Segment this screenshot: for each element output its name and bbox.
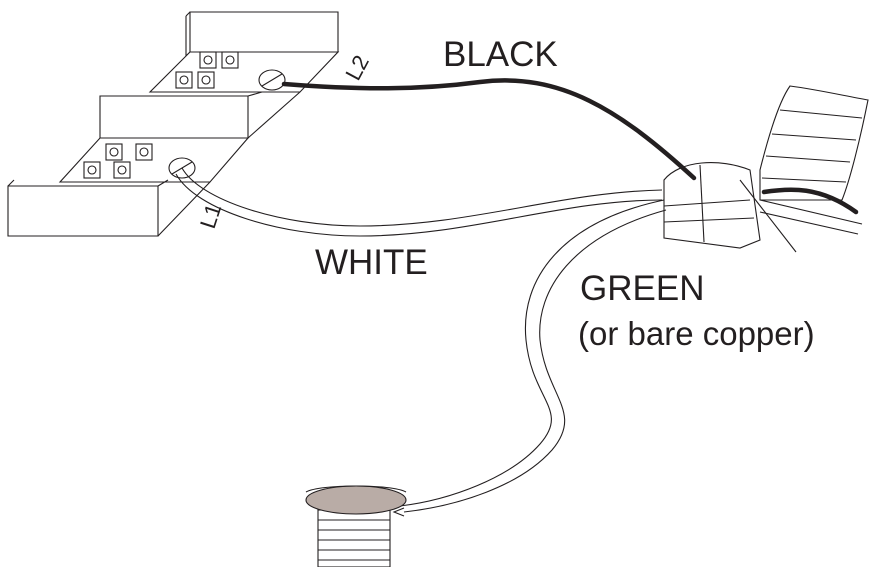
terminal-step-middle: [99, 95, 249, 139]
label-green: GREEN: [580, 269, 704, 308]
terminal-row-upper: [175, 51, 239, 89]
label-l1: L1: [195, 201, 226, 232]
terminal-block: [7, 11, 340, 237]
ground-screw-head: [305, 485, 407, 515]
conduit-cover: [759, 85, 869, 201]
green-wire: [392, 199, 667, 517]
terminal-step-front: [7, 185, 159, 237]
black-wire-exit: [761, 187, 859, 215]
terminal-step-top: [189, 11, 339, 53]
white-wire: [175, 167, 663, 237]
label-white: WHITE: [315, 243, 428, 282]
label-black: BLACK: [443, 35, 558, 74]
label-l2: L2: [340, 51, 374, 84]
black-wire: [281, 78, 697, 181]
ground-screw: [305, 485, 407, 567]
label-green-note: (or bare copper): [578, 315, 815, 352]
junction-box-body: [663, 162, 761, 249]
terminal-row-lower: [83, 143, 153, 179]
junction-box: [663, 85, 869, 253]
